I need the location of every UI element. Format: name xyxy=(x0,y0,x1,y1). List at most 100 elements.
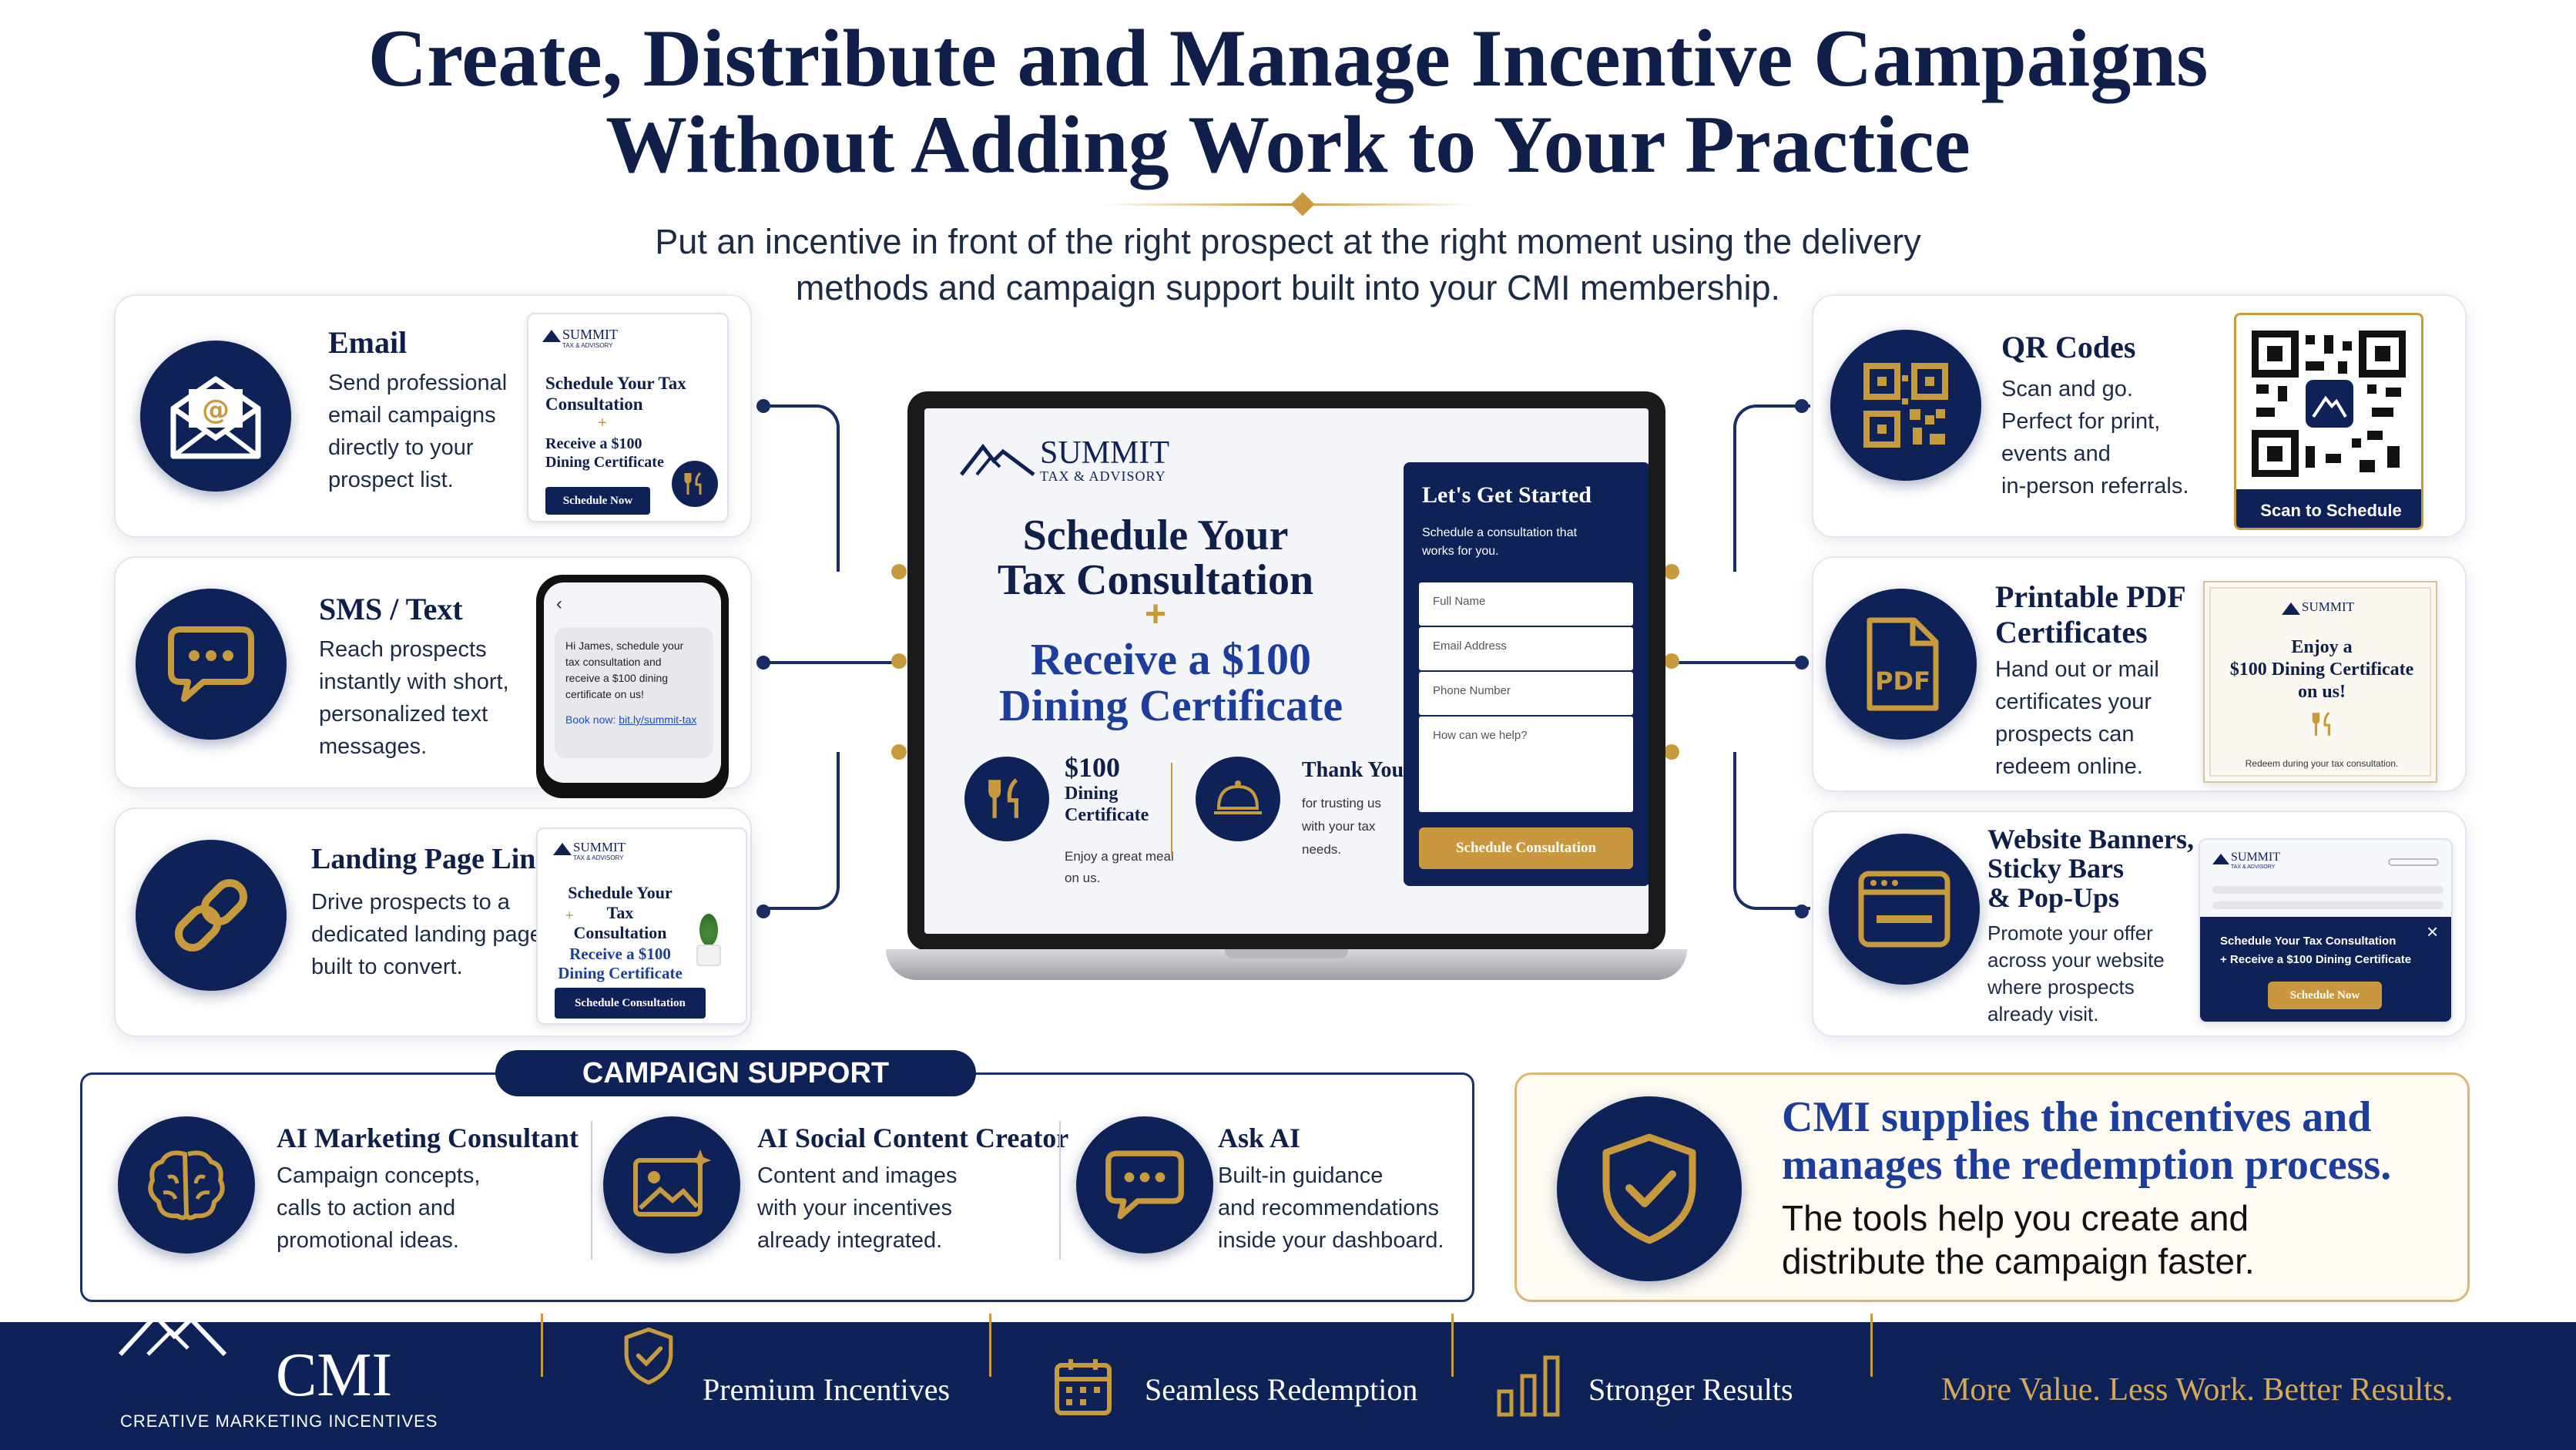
preview-offer: Receive a $100 Dining Certificate xyxy=(558,945,683,982)
email-description: Send professional email campaigns direct… xyxy=(328,371,508,492)
laptop: SUMMIT TAX & ADVISORY Schedule Your Tax … xyxy=(886,391,1687,997)
connector-email xyxy=(763,404,840,572)
page-title: Create, Distribute and Manage Incentive … xyxy=(0,15,2576,188)
pdf-description: Hand out or mail certificates your prosp… xyxy=(1995,657,2159,779)
connector-sms xyxy=(763,661,901,664)
email-icon: @ xyxy=(170,376,261,459)
bar-chart-icon xyxy=(1496,1353,1561,1421)
dining-feature-title: $100 Dining Certificate xyxy=(1065,752,1149,825)
menu-icon[interactable] xyxy=(2388,858,2439,866)
svg-text:PDF: PDF xyxy=(1875,666,1930,696)
qr-code-icon xyxy=(1863,363,1948,448)
summit-logo-icon xyxy=(542,330,561,342)
form-submit-button[interactable]: Schedule Consultation xyxy=(1419,827,1633,869)
brand-name: SUMMIT xyxy=(2231,851,2281,864)
image-sparkle-icon xyxy=(633,1150,711,1217)
preview-heading: Schedule Your Tax Consultation xyxy=(568,883,673,942)
laptop-brand-name: SUMMIT xyxy=(1040,435,1170,471)
brand-sub: TAX & ADVISORY xyxy=(573,854,624,861)
ai-social-title: AI Social Content Creator xyxy=(757,1123,1069,1153)
shield-icon-circle xyxy=(1557,1096,1742,1281)
email-icon-circle: @ xyxy=(140,341,291,492)
certificate-text: Enjoy a $100 Dining Certificate on us! xyxy=(2229,637,2414,702)
svg-text:@: @ xyxy=(202,394,230,426)
calendar-icon xyxy=(1052,1356,1114,1421)
feature-divider xyxy=(1171,763,1172,855)
message-field[interactable]: How can we help? xyxy=(1419,717,1633,812)
cmi-body: The tools help you create and distribute… xyxy=(1782,1198,2255,1281)
schedule-now-button[interactable]: Schedule Now xyxy=(545,487,650,515)
connector-gold-dot xyxy=(1664,564,1679,579)
form-title: Let's Get Started xyxy=(1422,482,1592,508)
support-divider xyxy=(1059,1121,1061,1260)
connector-gold-dot xyxy=(1664,744,1679,760)
popup-schedule-button[interactable]: Schedule Now xyxy=(2268,982,2382,1009)
laptop-notch xyxy=(1225,949,1348,958)
laptop-brand-sub: TAX & ADVISORY xyxy=(1040,468,1166,484)
footer-separator xyxy=(1870,1314,1873,1377)
brand-sub: TAX & ADVISORY xyxy=(562,342,613,349)
support-divider xyxy=(591,1121,592,1260)
link-chain-icon xyxy=(174,878,248,952)
cmi-mountain-logo-icon xyxy=(117,1304,271,1361)
certificate-preview: SUMMIT Enjoy a $100 Dining Certificate o… xyxy=(2203,581,2437,783)
plus-sign: + xyxy=(565,908,574,923)
footer-separator xyxy=(541,1314,543,1377)
email-card: @ Email Send professional email campaign… xyxy=(114,294,752,538)
website-preview: SUMMIT TAX & ADVISORY Schedule Your Tax … xyxy=(2199,838,2453,1023)
page-title-line-1: Create, Distribute and Manage Incentive … xyxy=(367,13,2209,103)
connector-pdf xyxy=(1676,661,1809,664)
shield-check-icon xyxy=(621,1322,676,1394)
signup-form: Let's Get Started Schedule a consultatio… xyxy=(1404,462,1649,886)
footer-bar xyxy=(0,1322,2576,1450)
qr-icon-circle xyxy=(1830,330,1981,481)
thank-you-desc: for trusting us with your tax needs. xyxy=(1302,796,1381,857)
landing-description: Drive prospects to a dedicated landing p… xyxy=(311,890,542,979)
ai-social-desc: Content and images with your incentives … xyxy=(757,1163,958,1253)
sms-link[interactable]: bit.ly/summit-tax xyxy=(619,713,697,726)
cloche-icon xyxy=(1196,757,1280,841)
banner-card: Website Banners, Sticky Bars & Pop-Ups P… xyxy=(1812,811,2467,1037)
email-preview: SUMMIT TAX & ADVISORY Schedule Your Tax … xyxy=(527,313,729,522)
sms-description: Reach prospects instantly with short, pe… xyxy=(319,637,509,759)
summit-logo-icon xyxy=(2212,854,2229,864)
full-name-field[interactable]: Full Name xyxy=(1419,582,1633,626)
banner-description: Promote your offer across your website w… xyxy=(1987,921,2165,1025)
phone-number-field[interactable]: Phone Number xyxy=(1419,672,1633,715)
pdf-card: PDF Printable PDF Certificates Hand out … xyxy=(1812,556,2467,792)
dining-icon xyxy=(672,461,718,507)
brand-name: SUMMIT xyxy=(573,840,626,854)
scan-to-schedule-button[interactable]: Scan to Schedule xyxy=(2236,489,2421,528)
connector-dot xyxy=(1795,905,1809,918)
chat-bubble-icon xyxy=(168,626,254,702)
connector-banner xyxy=(1733,752,1810,910)
back-chevron-icon[interactable]: ‹ xyxy=(556,593,562,614)
close-icon[interactable]: × xyxy=(2427,920,2439,943)
cmi-headline: CMI supplies the incentives and manages … xyxy=(1782,1093,2392,1189)
plant-image xyxy=(692,914,726,968)
placeholder-line xyxy=(2212,886,2444,894)
title-divider xyxy=(1102,203,1474,206)
connector-gold-dot xyxy=(891,564,907,579)
email-title: Email xyxy=(328,325,408,360)
summit-logo-icon xyxy=(2282,602,2300,615)
ai-social-icon-circle xyxy=(603,1116,740,1254)
connector-dot xyxy=(1795,656,1809,670)
email-address-field[interactable]: Email Address xyxy=(1419,627,1633,670)
summit-mountain-icon xyxy=(960,441,1035,480)
phone-mockup: ‹ Hi James, schedule your tax consultati… xyxy=(536,575,729,798)
page-title-line-2: Without Adding Work to Your Practice xyxy=(605,99,1971,190)
laptop-plus: + xyxy=(1144,594,1167,635)
thank-you-title: Thank You xyxy=(1302,758,1404,782)
banner-title: Website Banners, Sticky Bars & Pop-Ups xyxy=(1987,824,2195,913)
sms-bubble: Hi James, schedule your tax consultation… xyxy=(555,627,713,758)
landing-preview: SUMMIT TAX & ADVISORY Schedule Your Tax … xyxy=(536,827,747,1025)
page-subtitle: Put an incentive in front of the right p… xyxy=(0,219,2576,311)
brand-name: SUMMIT xyxy=(562,327,619,342)
dining-feature-desc: Enjoy a great meal on us. xyxy=(1065,849,1174,885)
plus-sign: + xyxy=(598,415,607,431)
footer-separator xyxy=(1451,1314,1454,1377)
connector-dot xyxy=(756,905,770,918)
banner-icon-circle xyxy=(1829,834,1980,985)
schedule-consultation-button[interactable]: Schedule Consultation xyxy=(555,988,706,1019)
